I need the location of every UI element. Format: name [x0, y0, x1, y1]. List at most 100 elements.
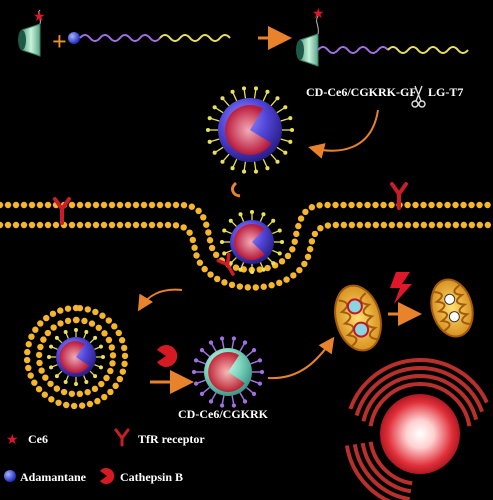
endosome-lipid-dot	[60, 388, 68, 396]
complex-label-top-suffix: LG-T7	[428, 85, 463, 99]
membrane-lipid-dot	[293, 230, 300, 238]
membrane-lipid-dot	[164, 201, 172, 209]
membrane-lipid-dot	[289, 246, 296, 253]
membrane-lipid-dot	[444, 221, 452, 229]
endosome-lipid-dot	[57, 320, 64, 327]
er-cisterna	[360, 442, 412, 494]
er-cisterna	[352, 443, 411, 500]
membrane-lipid-dot	[0, 221, 4, 229]
endosome-lipid-dot	[84, 306, 92, 313]
membrane-lipid-dot	[84, 221, 92, 229]
membrane-lipid-dot	[332, 201, 339, 209]
endosome-lipid-dot	[43, 314, 50, 322]
endosome-lipid-dot	[86, 400, 94, 408]
endosome-lipid-dot	[24, 348, 31, 356]
membrane-lipid-dot	[436, 201, 443, 209]
cathepsin-pacman-icon	[157, 345, 178, 367]
endosome-lipid-dot	[37, 320, 44, 327]
endosome-lipid-dot	[47, 380, 54, 387]
membrane-lipid-dot	[311, 230, 319, 238]
endosome-lipid-dot	[105, 336, 113, 344]
membrane-lipid-dot	[301, 260, 308, 268]
membrane-lipid-dot	[244, 284, 251, 291]
membrane-lipid-dot	[188, 203, 196, 210]
membrane-lipid-dot	[108, 201, 116, 209]
receptor-y-icon	[114, 428, 130, 447]
membrane-lipid-dot	[180, 201, 188, 209]
membrane-lipid-dot	[460, 221, 468, 229]
membrane-lipid-dot	[193, 252, 200, 259]
endosome-lipid-dot	[112, 382, 119, 390]
membrane-lipid-dot	[236, 283, 244, 290]
endosome-lipid-dot	[40, 336, 47, 343]
membrane-lipid-dot	[388, 201, 395, 209]
membrane-lipid-dot	[436, 221, 444, 229]
membrane-lipid-dot	[420, 201, 427, 209]
cell-membrane	[0, 201, 492, 291]
membrane-lipid-dot	[4, 221, 12, 229]
ce6-dextran-conjugate-right: ★	[296, 7, 469, 67]
nanoparticle-targeted	[205, 86, 295, 174]
membrane-lipid-dot	[260, 283, 267, 290]
membrane-lipid-dot	[206, 237, 214, 244]
membrane-lipid-dot	[302, 208, 309, 216]
receptor-y-icon	[390, 182, 408, 210]
legend-adamantane-label: Adamantane	[20, 470, 87, 484]
membrane-lipid-dot	[201, 265, 208, 273]
membrane-lipid-dot	[140, 201, 148, 209]
membrane-lipid-dot	[276, 279, 283, 287]
star-icon: ★	[33, 10, 46, 25]
endosome-lipid-dot	[48, 396, 55, 403]
membrane-lipid-dot	[208, 244, 216, 252]
nanoparticle-in-endosome	[47, 328, 106, 387]
membrane-lipid-dot	[340, 221, 348, 229]
membrane-lipid-dot	[278, 258, 286, 265]
endosome-lipid-dot	[121, 360, 128, 368]
membrane-lipid-dot	[444, 201, 451, 209]
membrane-lipid-dot	[290, 272, 297, 279]
membrane-lipid-dot	[0, 201, 4, 209]
membrane-lipid-dot	[132, 201, 140, 209]
membrane-lipid-dot	[484, 201, 491, 209]
membrane-lipid-dot	[348, 221, 356, 229]
membrane-lipid-dot	[200, 214, 207, 221]
complex-label-bottom: CD-Ce6/CGKRK	[178, 407, 269, 421]
endosome-lipid-dot	[25, 341, 32, 348]
membrane-lipid-dot	[186, 229, 193, 236]
membrane-lipid-dot	[196, 259, 204, 266]
legend-ce6-label: Ce6	[28, 432, 48, 446]
membrane-lipid-dot	[44, 201, 52, 209]
membrane-lipid-dot	[100, 221, 108, 229]
membrane-lipid-dot	[297, 215, 305, 222]
membrane-lipid-dot	[68, 221, 76, 229]
er-cisterna	[348, 358, 489, 410]
lightning-icon	[390, 272, 412, 304]
membrane-lipid-dot	[232, 264, 240, 271]
endosome-lipid-dot	[84, 388, 91, 396]
membrane-lipid-dot	[317, 224, 324, 232]
mitochondrion-loaded	[334, 284, 382, 352]
membrane-lipid-dot	[324, 201, 331, 209]
membrane-lipid-dot	[205, 229, 212, 236]
er-cisterna	[368, 382, 472, 427]
endosome-lipid-dot	[36, 359, 43, 367]
endosome-lipid-dot	[53, 385, 61, 392]
er-cisterna	[344, 445, 392, 500]
membrane-lipid-dot	[364, 201, 371, 209]
endosome-lipid-dot	[88, 320, 96, 327]
membrane-lipid-dot	[296, 266, 303, 274]
arrow-to-mitochondria	[267, 336, 335, 380]
scissors-icon	[411, 85, 426, 108]
membrane-lipid-dot	[12, 221, 20, 229]
membrane-lipid-dot	[116, 201, 124, 209]
membrane-lipid-dot	[240, 266, 248, 273]
membrane-lipid-dot	[428, 201, 435, 209]
membrane-lipid-dot	[207, 271, 214, 278]
membrane-lipid-dot	[203, 221, 210, 228]
membrane-lipid-dot	[460, 201, 467, 209]
cathepsin-pacman-icon	[100, 468, 115, 484]
nanoparticle-released	[191, 336, 265, 408]
endosome-lipid-dot	[101, 330, 108, 337]
receptor-y-icon	[53, 197, 71, 225]
membrane-lipid-dot	[116, 221, 124, 229]
